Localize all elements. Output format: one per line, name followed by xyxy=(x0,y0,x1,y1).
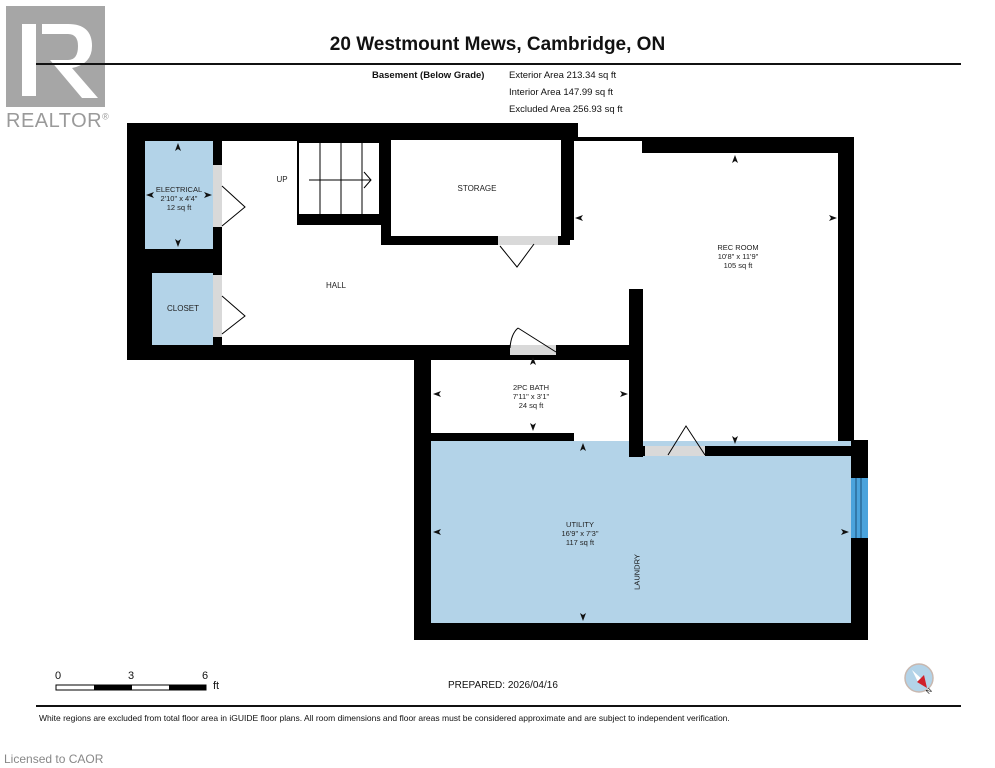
realtor-logo-text: REALTOR® xyxy=(6,110,110,132)
title-divider xyxy=(36,63,961,65)
room-label-hall: HALL xyxy=(325,281,347,290)
room-label-laundry: LAUNDRY xyxy=(632,554,642,590)
room-label-closet: CLOSET xyxy=(166,304,200,313)
prepared-date: PREPARED: 2026/04/16 xyxy=(448,680,558,691)
window xyxy=(851,478,868,538)
room-label-storage: STORAGE xyxy=(457,184,497,193)
dimension-arrows xyxy=(146,143,849,621)
rooms xyxy=(127,127,851,640)
page-title: 20 Westmount Mews, Cambridge, ON xyxy=(329,34,666,55)
footer-divider xyxy=(36,705,961,707)
door-swings xyxy=(221,185,706,456)
level-label: Basement (Below Grade) xyxy=(372,70,485,81)
scale-tick-6: 6 xyxy=(202,670,209,682)
door-openings xyxy=(213,165,705,456)
scale-unit: ft xyxy=(213,680,220,692)
interior-area: Interior Area 147.99 sq ft xyxy=(509,87,614,98)
scale-tick-3: 3 xyxy=(128,670,135,682)
realtor-logo-icon xyxy=(6,6,105,107)
scale-tick-0: 0 xyxy=(55,670,62,682)
exterior-area: Exterior Area 213.34 sq ft xyxy=(509,70,617,81)
disclaimer-text: White regions are excluded from total fl… xyxy=(39,713,730,723)
excluded-area: Excluded Area 256.93 sq ft xyxy=(509,104,623,115)
license-watermark: Licensed to CAOR xyxy=(4,752,104,766)
scale-bar xyxy=(55,684,207,691)
stairs-up-label: UP xyxy=(276,175,288,184)
north-compass-icon xyxy=(904,663,934,693)
